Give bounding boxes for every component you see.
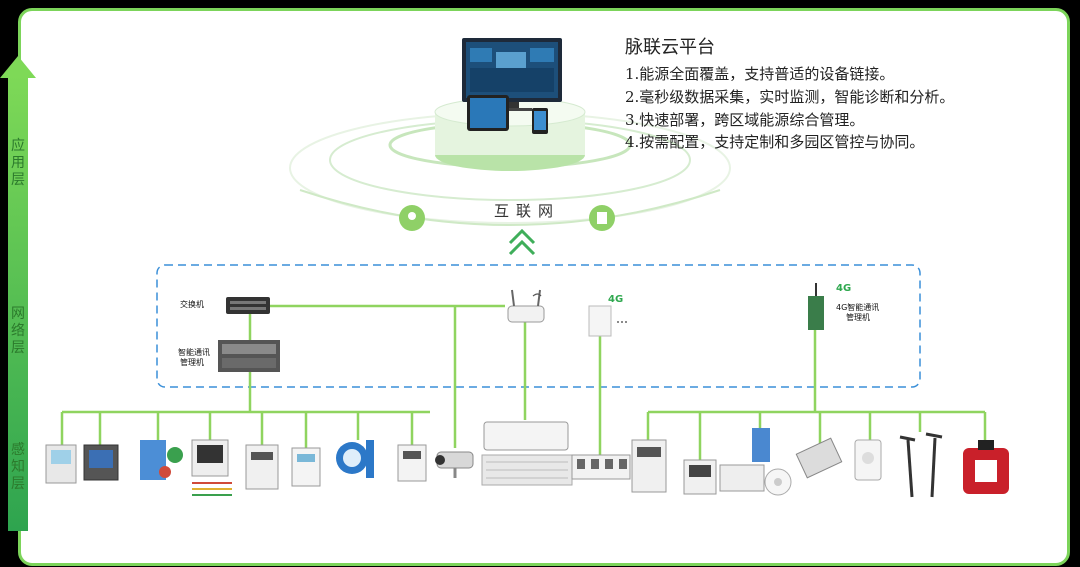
smart-meter-icon	[291, 447, 321, 487]
monitor-icon	[462, 38, 562, 111]
platform-title: 脉联云平台	[625, 37, 715, 58]
energy-meter-icon	[245, 444, 279, 490]
orbit-arc-bottom	[299, 189, 721, 226]
g4-badge-module: 4G	[608, 294, 624, 305]
smoke-detector-icon	[764, 468, 792, 496]
layer-label-application: 应用层	[11, 138, 25, 188]
up-chevron-icon	[508, 228, 536, 256]
phone-icon	[532, 108, 548, 134]
layer-label-perception: 感知层	[11, 442, 25, 492]
g4-gateway-icon	[808, 283, 824, 330]
infrared-detector-icon	[854, 439, 882, 481]
network-zone-border	[156, 264, 921, 388]
wire-leads-icon	[192, 482, 232, 496]
layer-bar	[8, 75, 28, 531]
controller-module-icon	[719, 428, 770, 492]
connection-lines	[60, 304, 987, 460]
street-light-icon	[899, 432, 943, 498]
layer-label-network: 网络层	[11, 306, 25, 356]
current-transformer-icon	[963, 440, 1009, 494]
g4-module-icon	[588, 305, 627, 337]
switch-icon	[226, 297, 270, 314]
current-sensor-icon	[140, 440, 183, 480]
g4-badge-gateway: 4G	[836, 283, 852, 294]
switch-label: 交换机	[180, 300, 204, 309]
platform-feature-3: 3.快速部署，跨区域能源综合管理。	[625, 111, 865, 129]
camera-icon	[435, 451, 474, 478]
gateway-label-line1: 智能通讯	[178, 348, 210, 357]
air-conditioner-icon	[481, 421, 573, 486]
meter-display-icon	[45, 444, 77, 484]
router-icon	[507, 289, 545, 323]
internet-label: 互联网	[494, 202, 561, 220]
layer-arrow-icon	[0, 56, 36, 78]
water-meter-icon	[336, 440, 374, 478]
gateway-label-line2: 管理机	[180, 358, 204, 367]
door-sensor-icon	[795, 437, 843, 479]
g4-gateway-label-line1: 4G智能通讯	[836, 303, 880, 312]
platform-feature-2: 2.毫秒级数据采集，实时监测，智能诊断和分析。	[625, 88, 955, 106]
temperature-controller-icon	[683, 459, 717, 495]
prepaid-meter-icon	[397, 444, 427, 482]
breaker-icon	[571, 454, 631, 480]
g4-gateway-label-line2: 管理机	[846, 313, 870, 322]
platform-feature-1: 1.能源全面覆盖，支持普适的设备链接。	[625, 65, 895, 83]
protector-icon	[631, 439, 667, 493]
multifunction-meter-icon	[191, 439, 229, 477]
power-analyzer-icon	[83, 444, 119, 481]
platform-feature-4: 4.按需配置，支持定制和多园区管控与协同。	[625, 133, 925, 151]
gateway-icon	[218, 340, 280, 372]
tablet-icon	[467, 95, 509, 131]
